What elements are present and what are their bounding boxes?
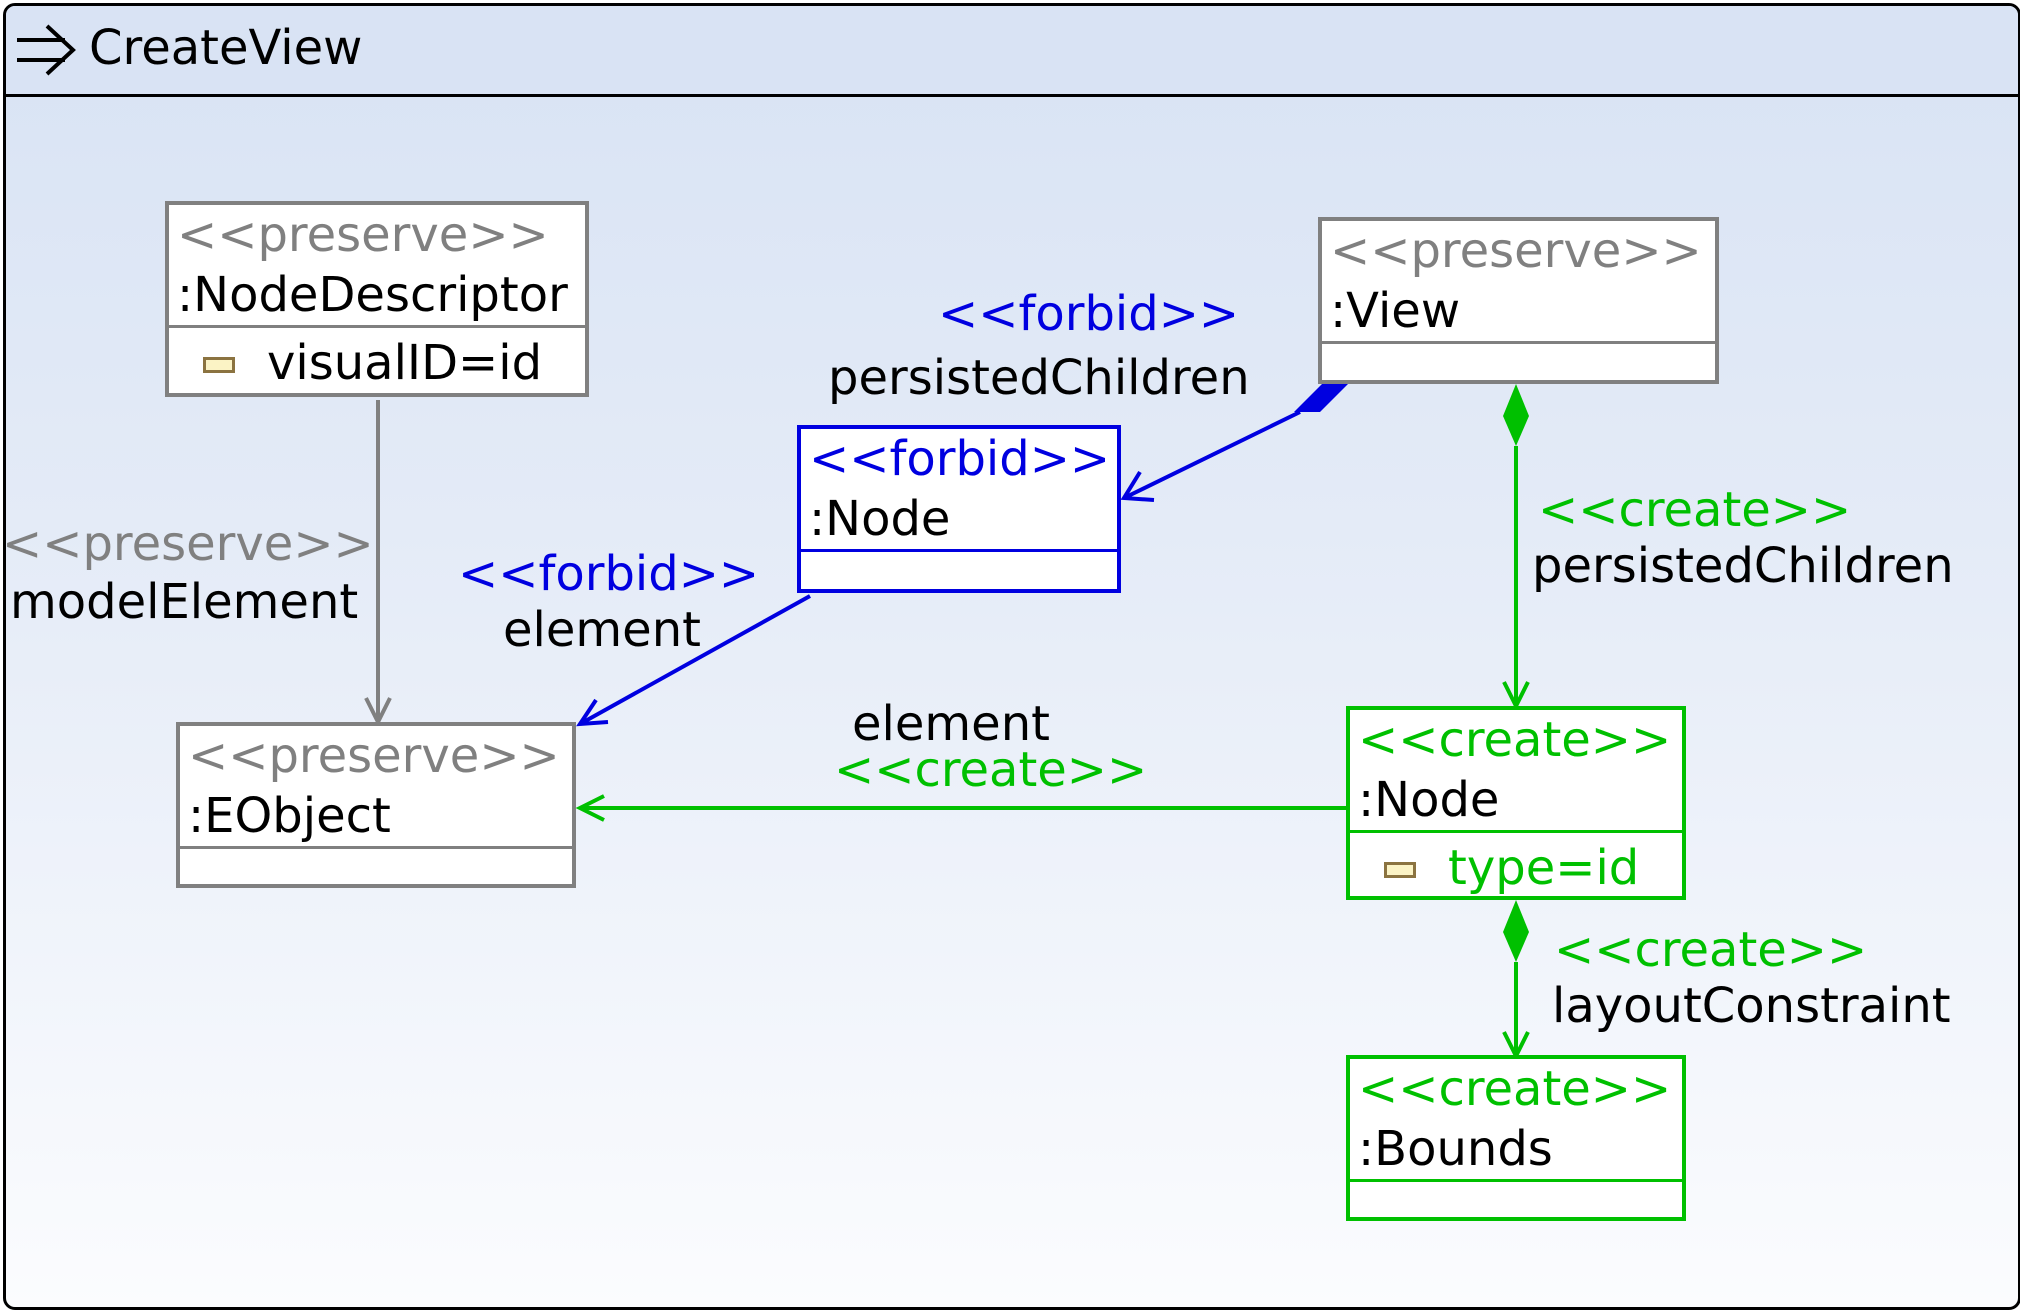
node-bounds[interactable]: <<create>> :Bounds [1346, 1055, 1686, 1221]
compartment-divider [1350, 1179, 1685, 1182]
node-stereotype: <<preserve>> [188, 728, 560, 784]
edge-role-label: persistedChildren [828, 350, 1250, 406]
edge-stereotype-label: <<preserve>> [2, 516, 374, 572]
compartment-divider [1350, 830, 1685, 833]
node-stereotype: <<preserve>> [177, 207, 549, 263]
compartment-divider [1322, 341, 1718, 344]
edge-role-label: element [503, 602, 701, 658]
node-stereotype: <<create>> [1358, 1061, 1672, 1117]
edge-role-label: modelElement [10, 574, 359, 630]
node-node-descriptor[interactable]: <<preserve>> :NodeDescriptor visualID=id [165, 201, 589, 397]
edge-role-label: persistedChildren [1532, 538, 1954, 594]
edge-stereotype-label: <<create>> [1538, 482, 1852, 538]
node-attribute: visualID=id [267, 335, 543, 391]
edge-stereotype-label: <<forbid>> [458, 546, 760, 602]
rule-title-bar: CreateView [6, 6, 2018, 97]
node-create-node[interactable]: <<create>> :Node type=id [1346, 706, 1686, 900]
node-name: :Bounds [1358, 1121, 1553, 1177]
edge-role-label: element [852, 696, 1050, 752]
attribute-icon [1384, 862, 1416, 878]
composition-diamond-icon [1503, 900, 1529, 962]
node-name: :EObject [188, 788, 391, 844]
node-name: :Node [1358, 772, 1500, 828]
edge-forbid-persisted-children[interactable] [1120, 384, 1348, 502]
node-stereotype: <<create>> [1358, 712, 1672, 768]
compartment-divider [169, 325, 588, 328]
edge-stereotype-label: <<create>> [1554, 922, 1868, 978]
node-forbid-node[interactable]: <<forbid>> :Node [797, 425, 1121, 593]
edge-stereotype-label: <<create>> [834, 742, 1148, 798]
edge-role-label: layoutConstraint [1552, 978, 1951, 1034]
attribute-icon [203, 357, 235, 373]
rule-arrow-icon [17, 24, 76, 76]
node-view[interactable]: <<preserve>> :View [1318, 217, 1719, 384]
rule-title: CreateView [89, 20, 363, 76]
edge-create-persisted-children[interactable] [1502, 384, 1530, 711]
compartment-divider [180, 846, 575, 849]
node-attribute: type=id [1448, 840, 1640, 896]
composition-diamond-icon [1503, 384, 1529, 446]
edge-stereotype-label: <<forbid>> [938, 286, 1240, 342]
edge-create-element[interactable] [575, 794, 1348, 822]
node-name: :View [1330, 283, 1461, 339]
composition-diamond-icon [1294, 384, 1348, 412]
edge-forbid-element[interactable] [576, 594, 811, 727]
compartment-divider [801, 549, 1120, 552]
node-stereotype: <<preserve>> [1330, 223, 1702, 279]
node-name: :NodeDescriptor [177, 267, 568, 323]
edge-layout-constraint[interactable] [1502, 900, 1530, 1061]
node-eobject[interactable]: <<preserve>> :EObject [176, 722, 576, 888]
node-name: :Node [809, 491, 951, 547]
node-stereotype: <<forbid>> [809, 431, 1111, 487]
